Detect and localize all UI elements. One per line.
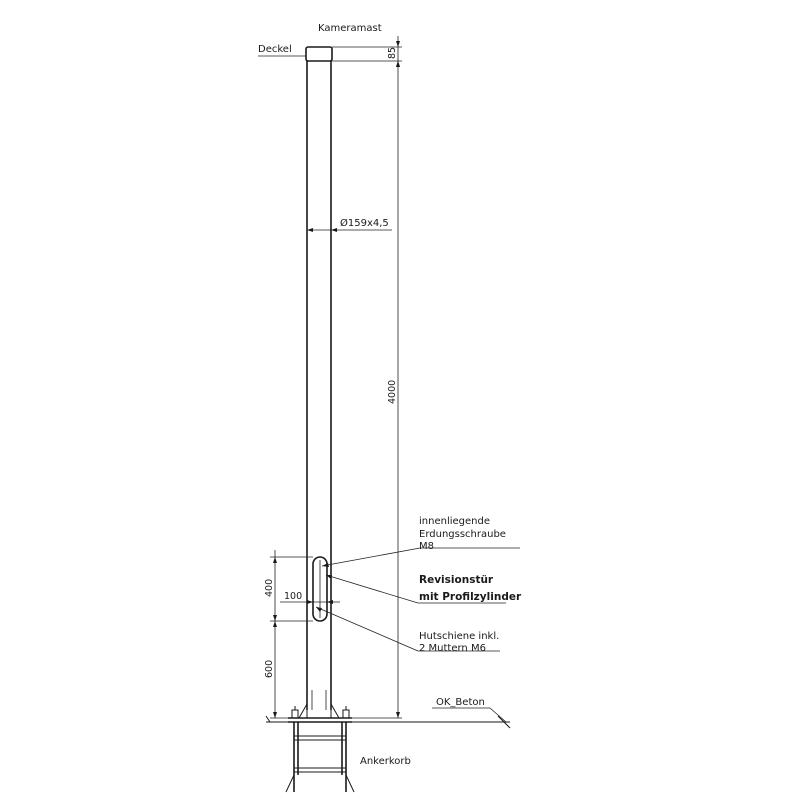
dimension-tube-diameter: Ø159x4,5 [307, 217, 392, 232]
grounding-label-line2: Erdungsschraube [419, 529, 506, 540]
dimension-door-offset: 600 [264, 621, 288, 719]
ground-callout: OK_Beton [432, 697, 507, 723]
door-height-value: 400 [264, 579, 275, 597]
dimension-cap-height: 85 [332, 36, 402, 718]
door-width-value: 100 [284, 591, 302, 602]
drawing-title: Kameramast [318, 23, 382, 34]
cap-height-value: 85 [387, 47, 398, 59]
dimension-mast-height: 4000 [332, 61, 402, 719]
anchor-label: Ankerkorb [360, 756, 411, 767]
door-offset-value: 600 [264, 660, 275, 678]
ground-label: OK_Beton [436, 697, 485, 708]
rail-label-line1: Hutschiene inkl. [419, 631, 499, 642]
cap-callout: Deckel [258, 44, 306, 57]
rail-callout: Hutschiene inkl. 2 Muttern M6 [315, 606, 500, 654]
dimension-door-height: 400 [264, 550, 313, 718]
grounding-callout: innenliegende Erdungsschraube M8 [321, 516, 520, 567]
door-label-line2: mit Profilzylinder [419, 591, 522, 603]
mast-cap [305, 46, 333, 62]
mast-height-value: 4000 [387, 380, 398, 404]
anchor-basket [285, 722, 355, 793]
door-label-line1: Revisionstür [419, 574, 494, 586]
door-callout: Revisionstür mit Profilzylinder [325, 574, 522, 604]
tube-diameter-label: Ø159x4,5 [340, 217, 389, 229]
revision-door-outline [312, 556, 328, 622]
ground-line [265, 715, 511, 729]
rail-label-line2: 2 Muttern M6 [419, 643, 486, 654]
grounding-label-line3: M8 [419, 541, 434, 552]
mast-base-gusset [298, 702, 340, 719]
grounding-label-line1: innenliegende [419, 516, 490, 527]
cap-label: Deckel [258, 44, 292, 55]
dimension-door-width: 100 [280, 591, 340, 604]
